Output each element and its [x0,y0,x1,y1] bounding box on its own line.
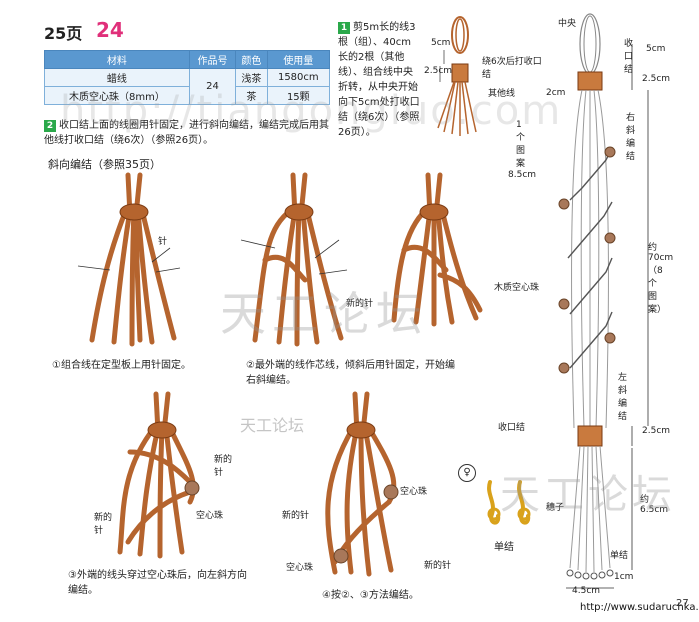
caption-2: ②最外端的线作芯线，倾斜后用针固定，开始编右斜编结。 [246,360,455,386]
watermark-cn-2: 天工论坛 [500,472,676,518]
illustration-1 [77,172,181,347]
dim-1cm: 1cm [614,572,634,582]
cell-color: 茶 [235,86,268,105]
dim-2-5cm-bottom: 2.5cm [642,426,671,436]
cell-amount: 15颗 [266,86,331,105]
diagram-left-diag: 左斜编结 [618,373,628,422]
table-row: 木质空心珠（8mm） 茶 15颗 [44,86,331,105]
label-new-pin-right: 新的针 [214,455,233,478]
illustration-5 [325,391,399,577]
diagram-center: 中央 [558,19,577,29]
illustration-4 [117,391,200,559]
cell-material: 蜡线 [44,68,190,87]
page-label: 25页 [44,24,83,43]
fig1-top-dim: 5cm [431,38,451,48]
pattern-number: 24 [96,18,124,42]
dim-6-5cm: 约6.5cm [640,495,669,515]
cell-material: 木质空心珠（8mm） [44,86,190,105]
label-closing-knot: 收口结 [498,423,526,433]
label-new-pin-2: 新的针 [282,511,310,521]
illustration-3 [391,172,483,327]
dim-2cm: 2cm [546,88,566,98]
illustration-2 [240,172,348,347]
footer-url[interactable]: http://www.sudaruchka.com/ [580,602,699,613]
dim-2-5cm-top: 2.5cm [642,74,671,84]
label-pin: 针 [158,237,168,247]
step1-figure [437,16,477,136]
dim-5cm: 5cm [646,44,666,54]
dim-4-5cm: 4.5cm [572,586,601,596]
label-wood-bead: 木质空心珠 [494,283,540,293]
materials-table: 材料 作品号 颜色 使用量 蜡线 24 浅茶 1580cm 木质空心珠（8mm）… [44,50,331,105]
watermark-cn-small: 天工论坛 [240,416,305,435]
label-bead: 空心珠 [196,511,224,521]
col-color: 颜色 [235,50,268,69]
label-new-pin: 新的针 [346,299,374,309]
label-bead-2: 空心珠 [400,487,428,497]
label-new-pin-left: 新的针 [94,513,113,536]
step2-text: 收口结上面的线圈用针固定，进行斜向编结，编结完成后用其他线打收口结（绕6次）（参… [44,120,329,146]
diagram-one-pattern: 1个图案 [516,120,526,169]
cell-amount: 1580cm [266,68,331,87]
label-tassel: 穗子 [546,503,565,513]
caption-4: ④按②、③方法编结。 [322,590,419,601]
label-new-pin-3: 新的针 [424,561,452,571]
dim-8-5cm: 8.5cm [508,170,537,180]
subtitle: 斜向编结（参照35页） [48,158,161,171]
col-material: 材料 [44,50,190,69]
caption-1: ①组合线在定型板上用针固定。 [52,360,191,371]
finished-diagram [558,13,649,589]
step2-badge: 2 [44,120,56,132]
watermark-cn: 天工论坛 [220,287,428,341]
fig1-note-other: 其他线 [488,89,516,99]
label-single-knot-2: 单结 [610,551,629,561]
step1-text: 剪5m长的线3根（组）、40cm长的2根（其他线）、组合线中央折转，从中央开始向… [338,22,420,138]
col-amount: 使用量 [266,50,331,69]
label-single-knot: 单结 [494,542,514,553]
fig1-mid-dim: 2.5cm [424,66,453,76]
step1-badge: 1 [338,22,350,34]
col-number: 作品号 [188,50,237,69]
diagram-right-diag: 右斜编结 [626,113,636,162]
label-bead-3: 空心珠 [286,563,314,573]
knot-symbol-icon: ♀ [458,464,476,482]
cell-color: 浅茶 [235,68,268,87]
watermark-url: http://tiangongluo.com [60,88,563,134]
single-knot-figure [487,480,531,525]
dim-total: 约70cm（8个图案） [648,243,674,315]
table-header-row: 材料 作品号 颜色 使用量 [44,50,331,69]
diagram-close-loop: 收口结 [624,39,634,75]
cell-number: 24 [188,68,237,105]
table-row: 蜡线 24 浅茶 1580cm [44,68,331,105]
page-number: 27 [676,598,689,609]
caption-3: ③外端的线头穿过空心珠后，向左斜方向编结。 [68,570,247,596]
fig1-note-knot: 绕6次后打收口结 [482,57,542,80]
